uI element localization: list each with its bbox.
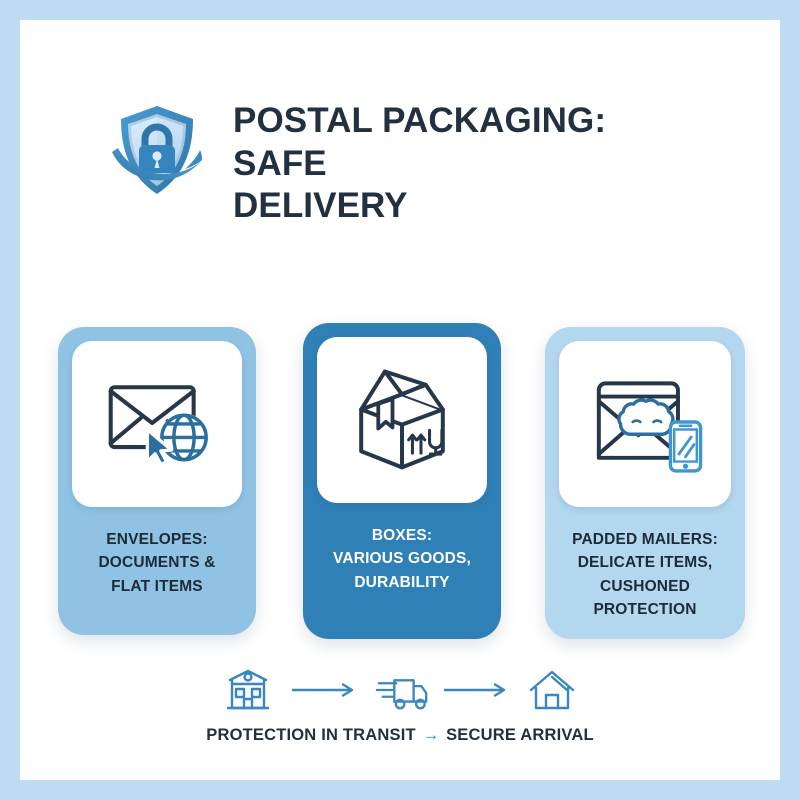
card-padded-mailers-icon-tile [559, 341, 731, 507]
card-padded-mailers[interactable]: PADDED MAILERS: DELICATE ITEMS, CUSHONED… [545, 327, 745, 639]
house-icon [527, 666, 577, 714]
card-boxes-label-line-3: DURABILITY [354, 573, 450, 591]
card-padded-mailers-label-line-2: DELICATE ITEMS, [577, 554, 713, 572]
padded-mailer-phone-icon [580, 369, 710, 480]
card-boxes[interactable]: BOXES: VARIOUS GOODS, DURABILITY [303, 323, 501, 639]
card-envelopes-label: ENVELOPES: DOCUMENTS & FLAT ITEMS [94, 528, 219, 598]
envelope-globe-cursor-icon [94, 368, 220, 481]
footer-caption-left: PROTECTION IN TRANSIT [206, 726, 416, 744]
right-arrow-icon [291, 682, 357, 698]
card-envelopes[interactable]: ENVELOPES: DOCUMENTS & FLAT ITEMS [58, 327, 256, 635]
card-envelopes-label-line-3: FLAT ITEMS [111, 577, 203, 595]
card-envelopes-label-line-2: DOCUMENTS & [98, 554, 216, 572]
card-padded-mailers-label-line-4: PROTECTION [593, 600, 697, 618]
cardboard-box-icon [340, 362, 464, 479]
card-boxes-icon-tile [317, 337, 487, 503]
post-office-building-icon [223, 666, 273, 714]
packaging-type-cards: ENVELOPES: DOCUMENTS & FLAT ITEMS [20, 303, 780, 639]
card-boxes-label-line-2: VARIOUS GOODS, [333, 550, 471, 568]
page-title: POSTAL PACKAGING: SAFE DELIVERY [233, 100, 703, 228]
right-arrow-icon: → [422, 726, 440, 744]
infographic-canvas: POSTAL PACKAGING: SAFE DELIVERY [20, 20, 780, 780]
card-padded-mailers-label-line-3: CUSHONED [600, 577, 690, 595]
delivery-truck-icon [375, 666, 428, 714]
delivery-flow [20, 660, 780, 720]
page-title-line-2: DELIVERY [233, 186, 408, 226]
card-padded-mailers-label: PADDED MAILERS: DELICATE ITEMS, CUSHONED… [568, 528, 722, 621]
card-envelopes-icon-tile [72, 341, 242, 507]
header: POSTAL PACKAGING: SAFE DELIVERY [20, 90, 780, 225]
page-title-line-1: POSTAL PACKAGING: SAFE [233, 101, 607, 183]
card-boxes-label-line-1: BOXES: [371, 527, 433, 544]
footer-caption-right: SECURE ARRIVAL [446, 726, 594, 744]
card-padded-mailers-label-line-1: PADDED MAILERS: [572, 531, 718, 548]
card-envelopes-label-line-1: ENVELOPES: [106, 531, 208, 548]
shield-lock-icon [105, 98, 209, 202]
card-boxes-label: BOXES: VARIOUS GOODS, DURABILITY [329, 524, 475, 594]
footer-caption: PROTECTION IN TRANSIT → SECURE ARRIVAL [20, 726, 780, 745]
right-arrow-icon [443, 682, 509, 698]
